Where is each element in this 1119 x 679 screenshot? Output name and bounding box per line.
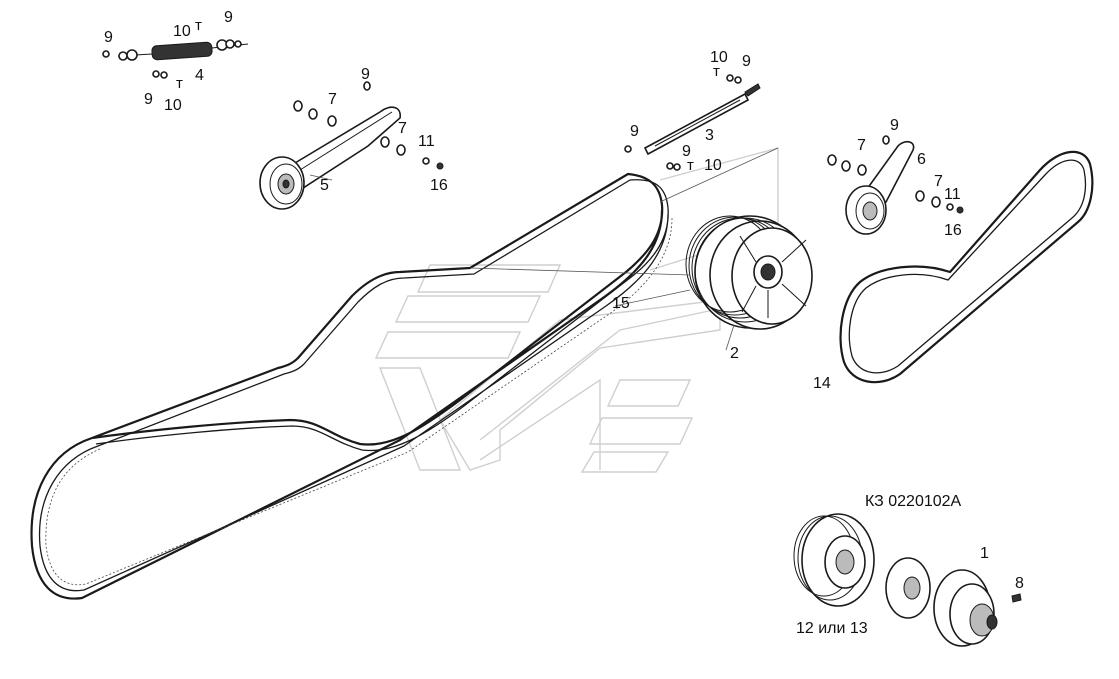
part-labels: 9 10 9 4 9 10 9 7 7 11 16 5 10 9 9 3 9 1… [104, 9, 1024, 637]
label-9-f: 9 [630, 123, 639, 140]
leader-lines [309, 174, 735, 351]
part-mark-T4: т [176, 75, 183, 92]
tension-spring-3: т т [624, 63, 761, 174]
label-9-b: 9 [224, 9, 233, 26]
tensioner-arm-6 [827, 135, 964, 235]
label-9-a: 9 [104, 29, 113, 46]
label-6: 6 [917, 151, 926, 168]
label-10-b: 10 [164, 97, 182, 114]
label-10-a: 10 [173, 23, 191, 40]
label-7-d: 7 [934, 173, 943, 190]
label-7-b: 7 [398, 120, 407, 137]
belt-14 [839, 150, 1094, 384]
label-11-a: 11 [418, 133, 435, 150]
label-2: 2 [730, 345, 739, 362]
label-1: 1 [980, 545, 989, 562]
compressor-clutch-assembly [793, 513, 1022, 647]
part-mark-T3: т [195, 17, 202, 34]
label-7-c: 7 [857, 137, 866, 154]
label-15: 15 [612, 295, 630, 312]
label-5: 5 [320, 177, 329, 194]
guide-lines [469, 147, 779, 276]
label-11-b: 11 [944, 186, 961, 203]
label-7-a: 7 [328, 91, 337, 108]
label-9-h: 9 [890, 117, 899, 134]
label-9-c: 9 [144, 91, 153, 108]
label-8: 8 [1015, 575, 1024, 592]
label-4: 4 [195, 67, 204, 84]
pulley-2 [685, 215, 813, 330]
label-16-b: 16 [944, 222, 962, 239]
label-3: 3 [705, 127, 714, 144]
label-16-a: 16 [430, 177, 448, 194]
label-14: 14 [813, 375, 831, 392]
part-mark-T2: т [713, 63, 720, 80]
drive-belt-15 [30, 172, 673, 600]
label-12-or-13: 12 или 13 [796, 620, 868, 637]
label-9-g: 9 [682, 143, 691, 160]
label-9-d: 9 [361, 66, 370, 83]
catalog-number: КЗ 0220102А [865, 493, 962, 510]
label-10-d: 10 [704, 157, 722, 174]
label-9-e: 9 [742, 53, 751, 70]
part-mark-T: т [687, 157, 694, 174]
tensioner-arm-5 [259, 81, 444, 210]
label-10-c: 10 [710, 49, 728, 66]
tension-spring-4: т т [102, 17, 249, 92]
